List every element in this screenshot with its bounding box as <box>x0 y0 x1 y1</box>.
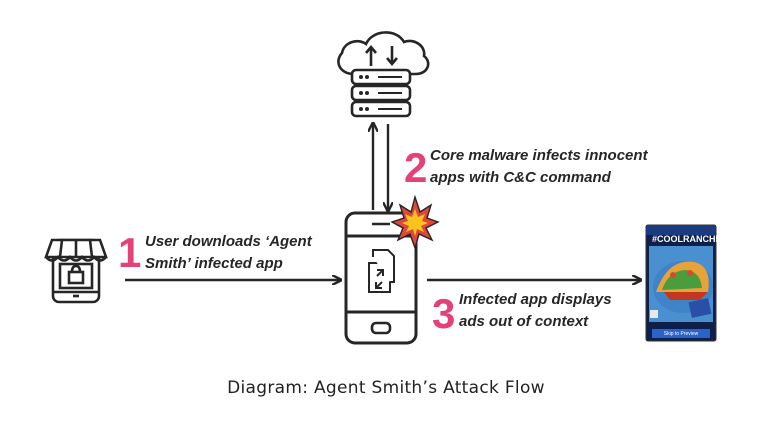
infected-phone-icon <box>344 211 418 345</box>
step-3-number: 3 <box>432 290 456 337</box>
step-2-line-1: Core malware infects innocent <box>430 147 648 164</box>
caption-label: Diagram: <box>227 378 309 398</box>
step-1-line-1: User downloads ‘Agent <box>145 233 312 250</box>
step-2-text: Core malware infects innocent apps with … <box>430 145 648 189</box>
caption-text: Agent Smith’s Attack Flow <box>313 378 545 398</box>
step-1-text: User downloads ‘Agent Smith’ infected ap… <box>145 231 312 275</box>
step-1-number: 1 <box>118 229 142 276</box>
ad-title: #COOLRANCHDLT <box>652 234 733 244</box>
step-3-line-2: ads out of context <box>459 313 589 330</box>
diagram-caption: Diagram: Agent Smith’s Attack Flow <box>0 378 772 398</box>
explosion-icon <box>390 194 440 251</box>
app-store-phone-icon <box>44 238 108 304</box>
step-3-line-1: Infected app displays <box>459 291 612 308</box>
cloud-server-icon <box>337 31 430 118</box>
step-3-text: Infected app displays ads out of context <box>459 289 612 333</box>
step-2-number: 2 <box>404 144 428 191</box>
step-2-line-2: apps with C&C command <box>430 169 611 186</box>
ad-phone-icon <box>645 224 717 342</box>
step-1-line-2: Smith’ infected app <box>145 255 283 272</box>
ad-skip-button[interactable]: Skip to Preview <box>663 331 699 337</box>
